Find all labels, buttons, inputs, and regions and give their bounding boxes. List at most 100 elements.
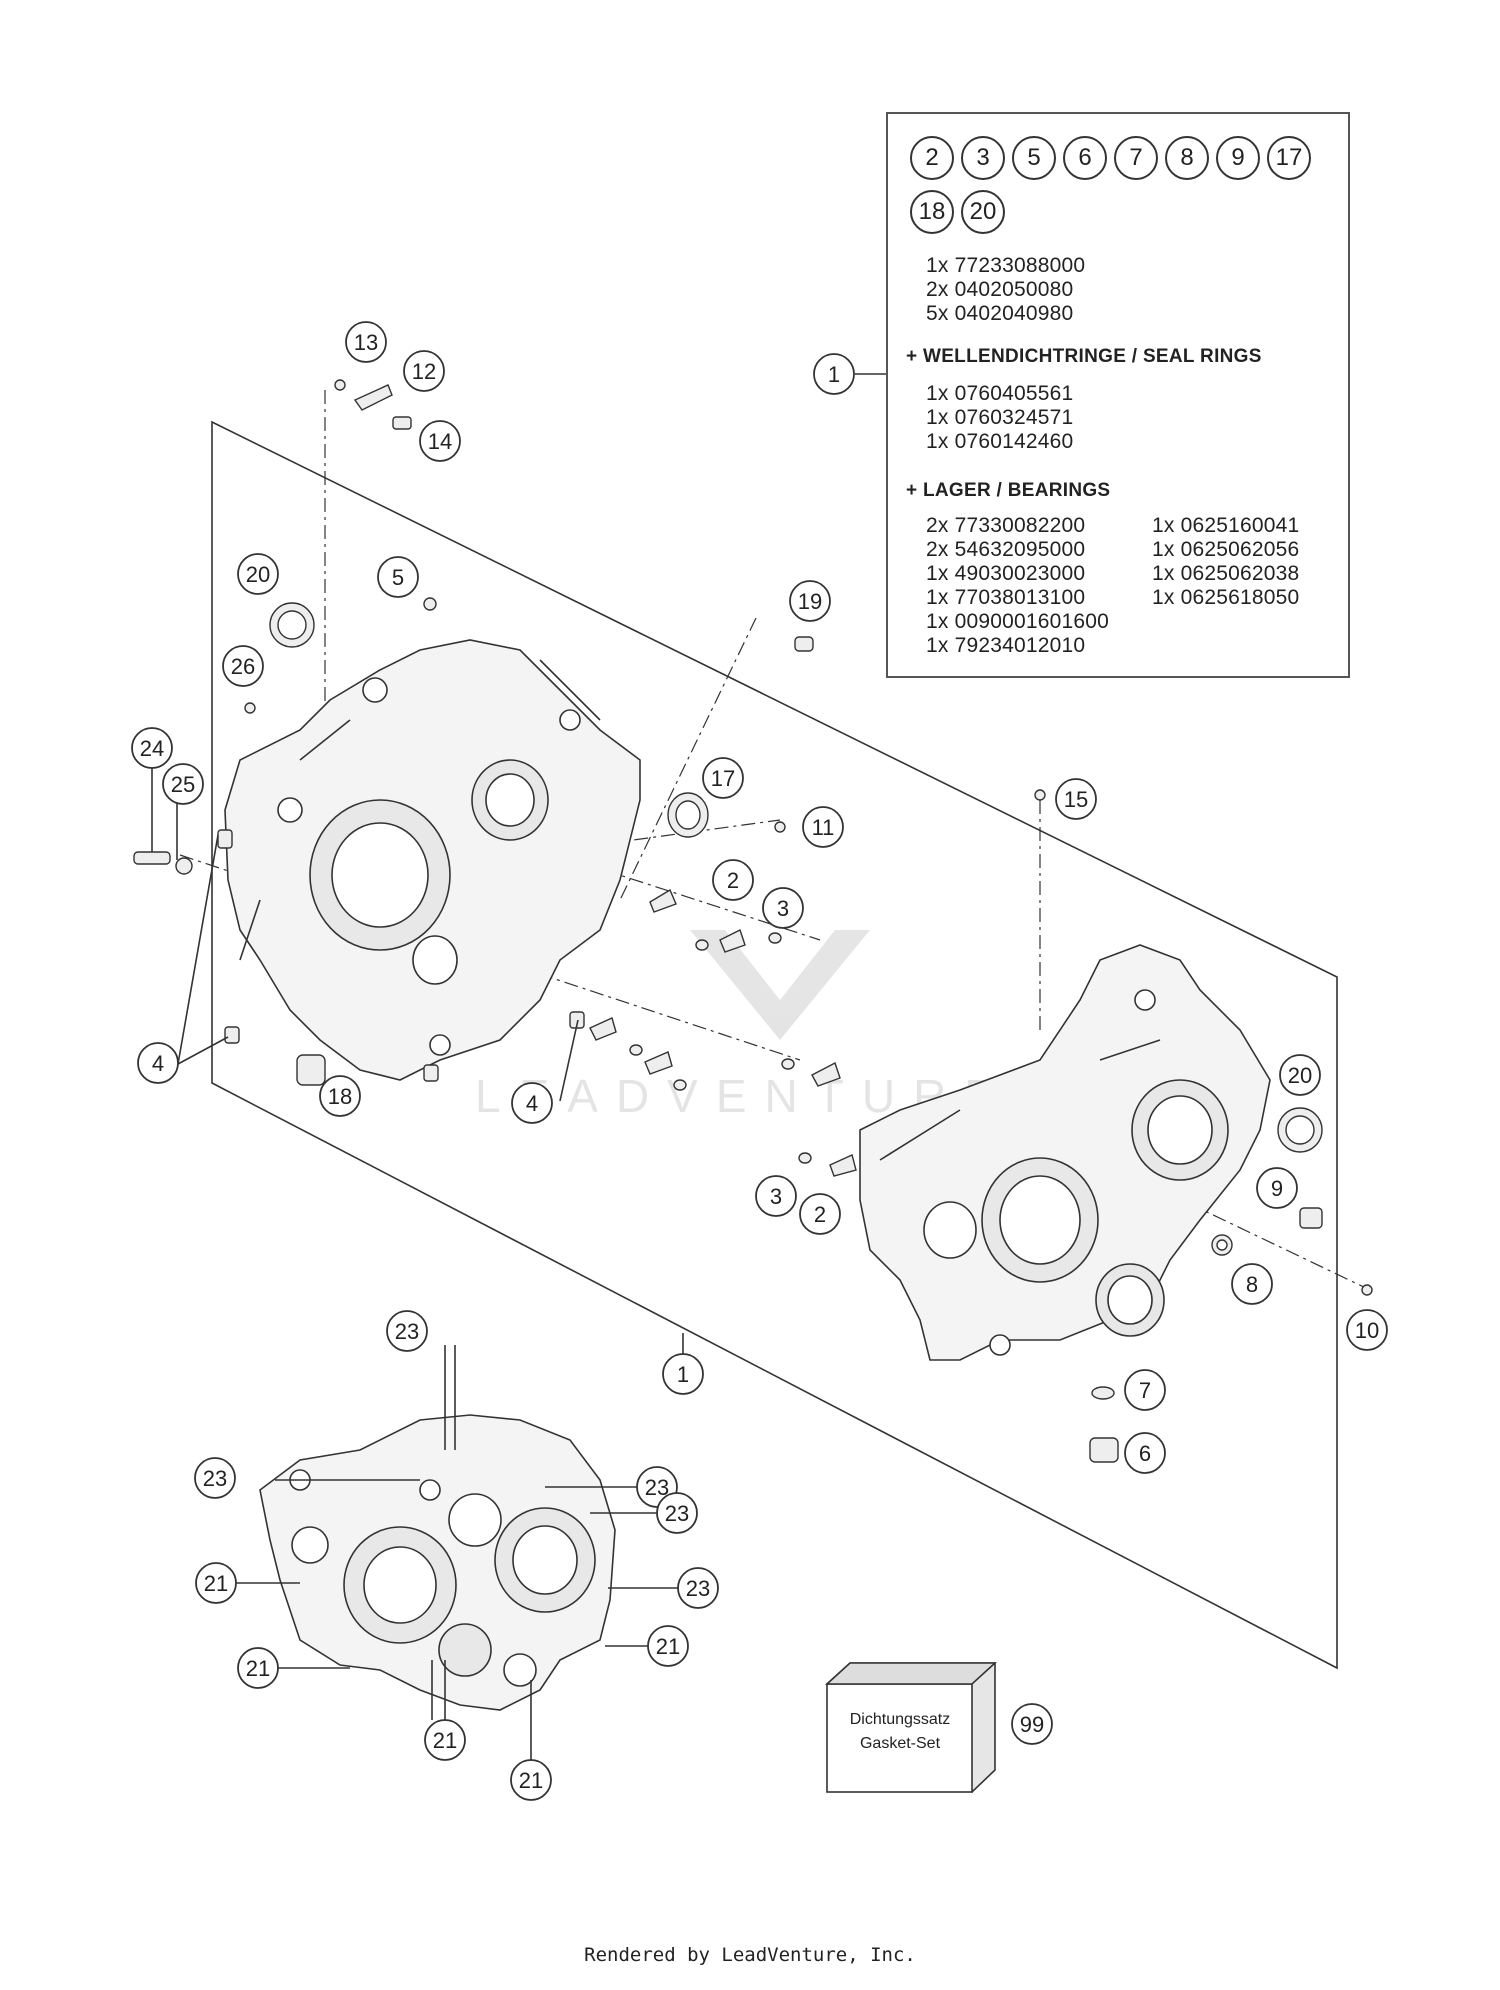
callout-8: 8 — [1231, 1263, 1273, 1305]
svg-text:4: 4 — [152, 1051, 164, 1076]
bolt-24 — [133, 851, 171, 865]
svg-text:23: 23 — [686, 1576, 710, 1601]
callout-23-b: 23 — [194, 1457, 236, 1499]
footer-credit: Rendered by LeadVenture, Inc. — [584, 1944, 916, 1966]
kit-item: 5 — [1012, 136, 1056, 180]
screw-13 — [334, 379, 346, 391]
kit-item: 3 — [961, 136, 1005, 180]
bearings-heading: + LAGER / BEARINGS — [906, 480, 1111, 501]
svg-text:20: 20 — [1288, 1063, 1312, 1088]
callout-23-e: 23 — [677, 1567, 719, 1609]
washer-8 — [1211, 1234, 1233, 1256]
svg-text:23: 23 — [665, 1501, 689, 1526]
callout-1-bottom: 1 — [662, 1353, 704, 1395]
svg-text:23: 23 — [395, 1319, 419, 1344]
callout-7: 7 — [1124, 1369, 1166, 1411]
dowel-19 — [794, 636, 814, 652]
svg-text:25: 25 — [171, 772, 195, 797]
bearing-line: 1x 0090001601600 — [926, 610, 1110, 633]
callout-15: 15 — [1055, 778, 1097, 820]
bearing-line: 2x 54632095000 — [926, 538, 1086, 561]
callout-23-a: 23 — [386, 1310, 428, 1352]
bearing-line: 1x 0625618050 — [1152, 586, 1300, 609]
bearing-line: 1x 0625062038 — [1152, 562, 1300, 585]
seal-ring-line: 1x 0760142460 — [926, 430, 1074, 453]
washer-7 — [1091, 1386, 1115, 1400]
svg-text:9: 9 — [1271, 1176, 1283, 1201]
callout-10: 10 — [1346, 1309, 1388, 1351]
plug-9 — [1299, 1207, 1323, 1229]
svg-text:19: 19 — [798, 589, 822, 614]
washer-25 — [175, 857, 193, 875]
right-crankcase-half — [859, 944, 1271, 1361]
callout-11: 11 — [802, 806, 844, 848]
bearing-line: 1x 0625062056 — [1152, 538, 1300, 561]
svg-text:99: 99 — [1020, 1712, 1044, 1737]
part-line: 5x 0402040980 — [926, 302, 1074, 325]
callout-24: 24 — [131, 727, 173, 769]
svg-text:3: 3 — [770, 1184, 782, 1209]
callout-21-b: 21 — [647, 1625, 689, 1667]
callout-20-right: 20 — [1279, 1054, 1321, 1096]
callout-14: 14 — [419, 420, 461, 462]
bearing-20-right — [1277, 1107, 1323, 1153]
callout-4-b: 4 — [511, 1082, 553, 1124]
callout-5: 5 — [377, 556, 419, 598]
kit-item: 20 — [961, 190, 1005, 234]
svg-text:1: 1 — [828, 362, 840, 387]
bearing-line: 1x 77038013100 — [926, 586, 1086, 609]
svg-text:4: 4 — [526, 1091, 538, 1116]
plug-4c — [423, 1064, 439, 1082]
callout-13: 13 — [345, 321, 387, 363]
callout-2-right: 2 — [799, 1193, 841, 1235]
leader-lines — [151, 373, 886, 1760]
svg-text:1: 1 — [677, 1362, 689, 1387]
svg-text:21: 21 — [204, 1571, 228, 1596]
callout-25: 25 — [162, 763, 204, 805]
screw-26 — [244, 702, 256, 714]
kit-item: 2 — [910, 136, 954, 180]
kit-item: 6 — [1063, 136, 1107, 180]
svg-text:Gasket-Set: Gasket-Set — [860, 1735, 941, 1752]
svg-text:10: 10 — [1355, 1318, 1379, 1343]
bearing-20-left — [269, 602, 315, 648]
callout-6: 6 — [1124, 1432, 1166, 1474]
bushing-17 — [667, 792, 709, 838]
svg-text:Dichtungssatz: Dichtungssatz — [850, 1711, 951, 1728]
plug-4a — [217, 829, 233, 849]
svg-text:23: 23 — [203, 1466, 227, 1491]
lever-12 — [353, 384, 393, 411]
svg-text:12: 12 — [412, 359, 436, 384]
left-crankcase-half — [224, 639, 641, 1081]
svg-text:8: 8 — [1246, 1272, 1258, 1297]
seal-ring-line: 1x 0760405561 — [926, 382, 1074, 405]
callout-21-e: 21 — [510, 1759, 552, 1801]
svg-text:11: 11 — [812, 815, 835, 840]
svg-text:2: 2 — [727, 868, 739, 893]
svg-text:21: 21 — [433, 1728, 457, 1753]
plug-6 — [1089, 1437, 1119, 1463]
svg-text:26: 26 — [231, 654, 255, 679]
small-parts — [133, 379, 1373, 1463]
svg-text:7: 7 — [1139, 1378, 1151, 1403]
svg-text:21: 21 — [246, 1656, 270, 1681]
bearing-line: 2x 77330082200 — [926, 514, 1086, 537]
screw-14 — [392, 416, 412, 430]
svg-text:24: 24 — [140, 736, 164, 761]
svg-text:13: 13 — [354, 330, 378, 355]
crankcase-bottom-view — [259, 1414, 616, 1711]
bearing-line: 1x 49030023000 — [926, 562, 1086, 585]
bearing-line: 1x 0625160041 — [1152, 514, 1300, 537]
callout-17: 17 — [702, 757, 744, 799]
part-line: 1x 77233088000 — [926, 254, 1086, 277]
kit-item: 8 — [1165, 136, 1209, 180]
callout-99: 99 — [1011, 1703, 1053, 1745]
callout-3-left: 3 — [762, 887, 804, 929]
callout-26: 26 — [222, 645, 264, 687]
svg-text:17: 17 — [711, 766, 735, 791]
plug-4b — [224, 1026, 240, 1044]
screw-5 — [423, 597, 437, 611]
